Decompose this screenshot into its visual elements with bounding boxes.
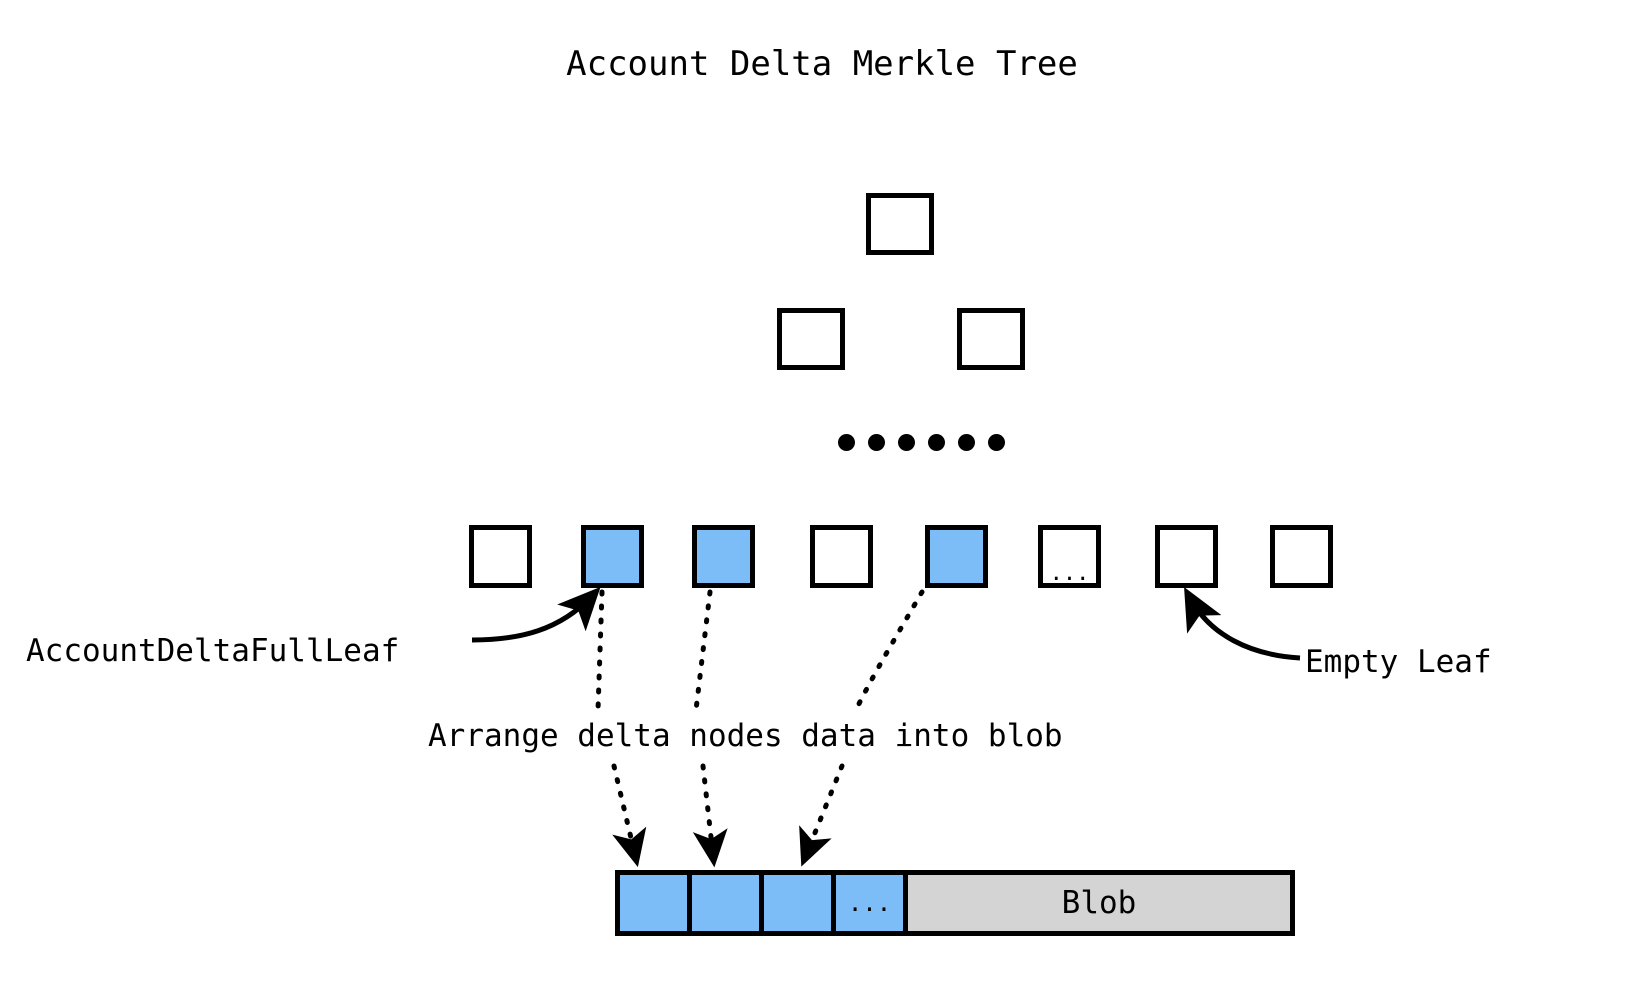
ellipsis-dot [958, 434, 975, 451]
blob-bar: ... Blob [615, 870, 1295, 936]
merkle-internal-node-right [957, 308, 1025, 370]
ellipsis-dot [988, 434, 1005, 451]
ellipsis-dot [928, 434, 945, 451]
ellipsis-dot [868, 434, 885, 451]
ellipsis-dot [898, 434, 915, 451]
full-leaf-pointer-arrow [471, 586, 601, 643]
blob-segment-0 [620, 875, 692, 931]
leaf-node-0 [469, 525, 532, 588]
arrange-to-blob-seg0-arrow [611, 763, 647, 868]
leaf-node-5: ... [1038, 525, 1101, 588]
blob-segment-3: ... [836, 875, 908, 931]
leaf-ellipsis-label: ... [1049, 561, 1090, 586]
empty-leaf-label: Empty Leaf [1305, 644, 1492, 680]
blob-segment-ellipsis-label: ... [847, 889, 892, 917]
arrange-to-blob-seg1-arrow [692, 763, 728, 868]
blob-segment-2 [764, 875, 836, 931]
blob-remainder: Blob [908, 875, 1290, 931]
level-ellipsis-dots [838, 434, 1005, 451]
arrange-into-blob-label: Arrange delta nodes data into blob [428, 718, 1063, 754]
empty-leaf-pointer-arrow [1184, 587, 1301, 661]
leaf-node-7 [1270, 525, 1333, 588]
arrange-to-blob-seg2-arrow [799, 763, 845, 867]
merkle-root-node [866, 193, 934, 255]
leaf-node-3 [810, 525, 873, 588]
leaf-node-4 [925, 525, 988, 588]
account-delta-full-leaf-label: AccountDeltaFullLeaf [26, 633, 400, 669]
ellipsis-dot [838, 434, 855, 451]
leaf4-to-arrange-dotted-line [851, 589, 925, 717]
leaf1-to-arrange-dotted-line [595, 589, 605, 713]
blob-segment-1 [692, 875, 764, 931]
leaf2-to-arrange-dotted-line [693, 589, 713, 713]
page-title: Account Delta Merkle Tree [566, 44, 1078, 84]
blob-label: Blob [1061, 885, 1137, 921]
leaf-node-6 [1155, 525, 1218, 588]
merkle-internal-node-left [777, 308, 845, 370]
leaf-node-2 [692, 525, 755, 588]
leaf-node-1 [581, 525, 644, 588]
